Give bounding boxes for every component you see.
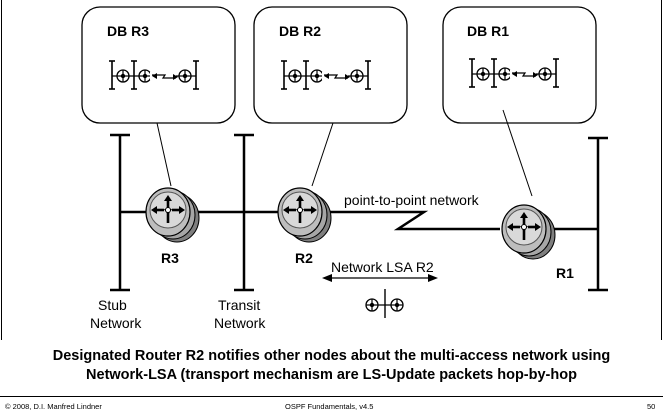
router-r1-label: R1 — [556, 265, 574, 281]
stub-network-label-line2: Network — [90, 315, 142, 331]
footer-separator — [0, 396, 663, 397]
caption-line-2: Network-LSA (transport mechanism are LS-… — [86, 367, 577, 383]
router-r1-icon — [500, 203, 557, 261]
router-r2-label: R2 — [295, 250, 313, 266]
transit-network-label-line1: Transit — [218, 297, 261, 313]
footer-page-number: 50 — [647, 402, 656, 411]
lsa-network-symbol — [365, 289, 404, 318]
footer-course-title: OSPF Fundamentals, v4.5 — [285, 402, 374, 411]
lsa-flood-arrow — [322, 274, 438, 282]
db-box-r1 — [442, 6, 597, 124]
db-r3-pointer — [156, 122, 172, 187]
db-box-r2 — [253, 6, 408, 124]
db-r1-title: DB R1 — [467, 23, 510, 39]
slide-caption: Designated Router R2 notifies other node… — [0, 347, 663, 385]
point-to-point-label: point-to-point network — [344, 192, 479, 208]
db-box-r3 — [81, 6, 236, 124]
db-r1-pointer — [502, 109, 533, 197]
router-r3-icon — [144, 186, 201, 244]
footer-copyright: © 2008, D.I. Manfred Lindner — [5, 402, 102, 411]
transit-network-label-line2: Network — [214, 315, 266, 331]
frame-right-border — [661, 0, 662, 340]
db-r2-title: DB R2 — [279, 23, 322, 39]
db-r2-pointer — [311, 122, 334, 187]
caption-line-1: Designated Router R2 notifies other node… — [52, 348, 611, 364]
router-r2-icon — [276, 186, 333, 244]
point-to-point-link — [328, 210, 500, 231]
stub-network-label-line1: Stub — [98, 297, 127, 313]
db-r3-title: DB R3 — [107, 23, 150, 39]
r1-network-segment — [588, 136, 608, 292]
network-lsa-label: Network LSA R2 — [331, 259, 434, 275]
frame-left-border — [1, 0, 2, 340]
router-r3-label: R3 — [161, 250, 179, 266]
